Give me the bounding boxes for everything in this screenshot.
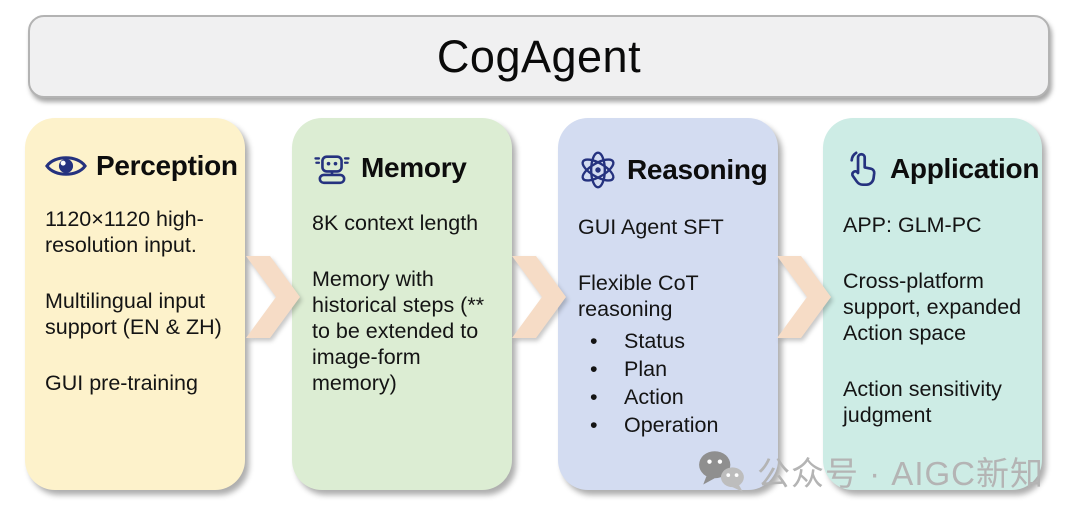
wechat-icon	[699, 451, 744, 492]
card-perception-body: 1120×1120 high-resolution input. Multili…	[45, 206, 227, 396]
card-memory-title: Memory	[361, 152, 467, 183]
list-item: • Plan	[590, 355, 760, 383]
title-bar: CogAgent	[28, 15, 1050, 98]
card-application-header: Application	[843, 150, 1039, 188]
card-perception-header: Perception	[45, 150, 238, 182]
reasoning-point-2: Flexible CoT reasoning	[578, 271, 699, 321]
tap-hand-icon	[850, 151, 876, 187]
card-application: Application APP: GLM-PC Cross-platform s…	[823, 118, 1042, 490]
card-memory-header: Memory	[312, 150, 494, 186]
card-perception: Perception 1120×1120 high-resolution inp…	[25, 118, 245, 490]
card-memory: Memory 8K context length Memory with his…	[292, 118, 512, 490]
perception-point-2: Multilingual input support (EN & ZH)	[45, 289, 222, 339]
watermark: 公众号 · AIGC新知	[697, 447, 1044, 495]
eye-icon	[45, 156, 87, 176]
card-perception-title: Perception	[96, 150, 238, 181]
card-memory-body: 8K context length Memory with historical…	[312, 210, 494, 396]
card-reasoning-title: Reasoning	[627, 154, 768, 185]
bullet-icon: •	[590, 385, 598, 410]
bullet-label: Action	[624, 385, 684, 410]
list-item: • Action	[590, 383, 760, 411]
flow-arrow-icon	[512, 256, 566, 338]
bullet-label: Plan	[624, 357, 668, 382]
reasoning-bullet-list: • Status • Plan • Action • Operation	[578, 327, 760, 440]
application-point-1: APP: GLM-PC	[843, 213, 982, 237]
watermark-text: 公众号 · AIGC新知	[756, 455, 1044, 492]
card-reasoning-body: GUI Agent SFT Flexible CoT reasoning • S…	[578, 214, 760, 440]
card-application-title: Application	[890, 153, 1040, 184]
bullet-icon: •	[590, 413, 598, 438]
memory-point-1: 8K context length	[312, 211, 479, 235]
flow-arrow-icon	[777, 256, 831, 338]
card-reasoning: Reasoning GUI Agent SFT Flexible CoT rea…	[558, 118, 778, 490]
list-item: • Status	[590, 327, 760, 355]
bullet-icon: •	[590, 329, 598, 353]
atom-icon	[581, 151, 615, 189]
robot-icon	[314, 155, 350, 185]
card-reasoning-header: Reasoning	[578, 150, 768, 190]
list-item: • Operation	[590, 411, 760, 439]
memory-point-2: Memory with historical steps (** to be e…	[312, 267, 485, 395]
page-title: CogAgent	[436, 30, 642, 82]
reasoning-point-1: GUI Agent SFT	[578, 215, 724, 239]
bullet-icon: •	[590, 357, 598, 382]
flow-arrow-icon	[246, 256, 300, 338]
perception-point-3: GUI pre-training	[45, 371, 198, 395]
application-point-2: Cross-platform support, expanded Action …	[843, 269, 1022, 345]
bullet-label: Status	[624, 329, 685, 353]
card-application-body: APP: GLM-PC Cross-platform support, expa…	[843, 212, 1024, 428]
application-point-3: Action sensitivity judgment	[843, 377, 1002, 427]
perception-point-1: 1120×1120 high-resolution input.	[45, 207, 204, 257]
bullet-label: Operation	[624, 413, 719, 438]
